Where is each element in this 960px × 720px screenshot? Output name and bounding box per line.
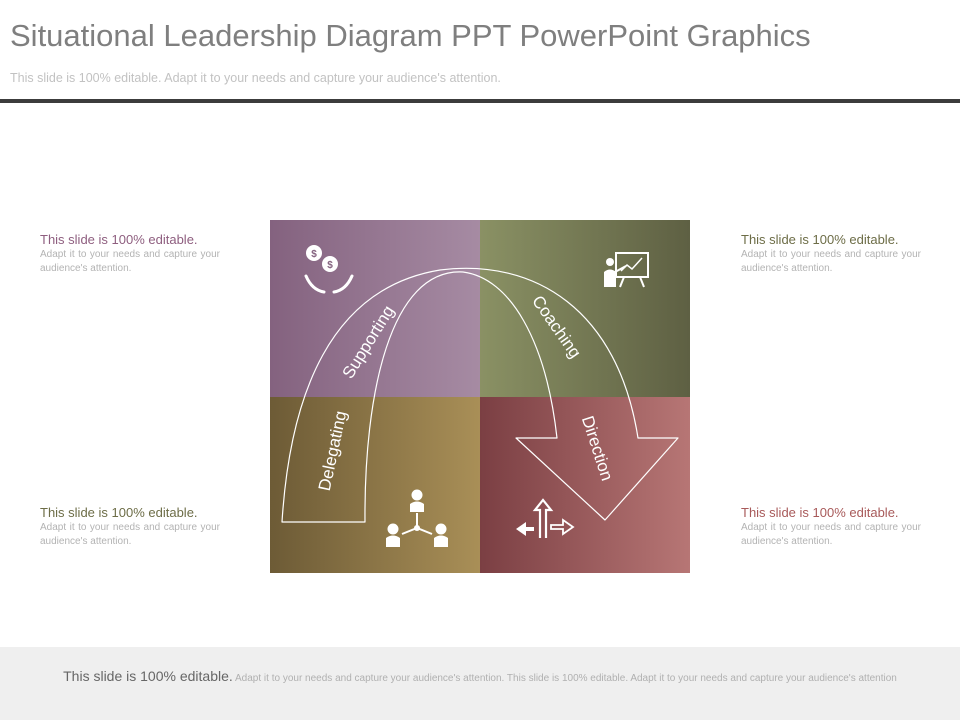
footer-bar: This slide is 100% editable. Adapt it to…: [0, 647, 960, 720]
note-lead: This slide is 100% editable.: [741, 505, 899, 520]
diagram-overlay: Supporting Coaching Delegating Direction…: [281, 245, 679, 547]
note-lead: This slide is 100% editable.: [40, 232, 198, 247]
label-direction: Direction: [578, 413, 617, 483]
svg-text:$: $: [327, 260, 333, 271]
note-bottom-right: This slide is 100% editable. Adapt it to…: [741, 505, 921, 549]
footer-text: This slide is 100% editable. Adapt it to…: [35, 669, 925, 686]
note-body: Adapt it to your needs and capture your …: [741, 249, 921, 274]
note-body: Adapt it to your needs and capture your …: [741, 522, 921, 547]
direction-arrows-icon: [516, 498, 575, 538]
situational-leadership-diagram: Supporting Coaching Delegating Direction…: [270, 220, 690, 573]
note-body: Adapt it to your needs and capture your …: [40, 522, 220, 547]
quadrant-coaching: [480, 220, 690, 397]
label-coaching: Coaching: [528, 292, 585, 362]
note-lead: This slide is 100% editable.: [741, 232, 899, 247]
curved-arrow: [281, 267, 679, 523]
note-bottom-left: This slide is 100% editable. Adapt it to…: [40, 505, 220, 549]
note-lead: This slide is 100% editable.: [40, 505, 198, 520]
team-network-icon: [386, 489, 448, 547]
label-supporting: Supporting: [338, 302, 398, 382]
page-title: Situational Leadership Diagram PPT Power…: [10, 18, 811, 53]
quadrant-direction: [480, 397, 690, 573]
label-delegating: Delegating: [315, 409, 350, 492]
presentation-icon: [604, 252, 649, 288]
note-body: Adapt it to your needs and capture your …: [40, 249, 220, 274]
footer-lead: This slide is 100% editable.: [63, 668, 233, 684]
header-divider: [0, 99, 960, 103]
page-subtitle: This slide is 100% editable. Adapt it to…: [10, 71, 501, 85]
footer-body: Adapt it to your needs and capture your …: [235, 673, 897, 684]
quadrant-supporting: [270, 220, 480, 397]
note-top-right: This slide is 100% editable. Adapt it to…: [741, 232, 921, 276]
note-top-left: This slide is 100% editable. Adapt it to…: [40, 232, 220, 276]
money-hands-icon: $ $: [304, 245, 354, 294]
svg-text:$: $: [311, 249, 317, 260]
